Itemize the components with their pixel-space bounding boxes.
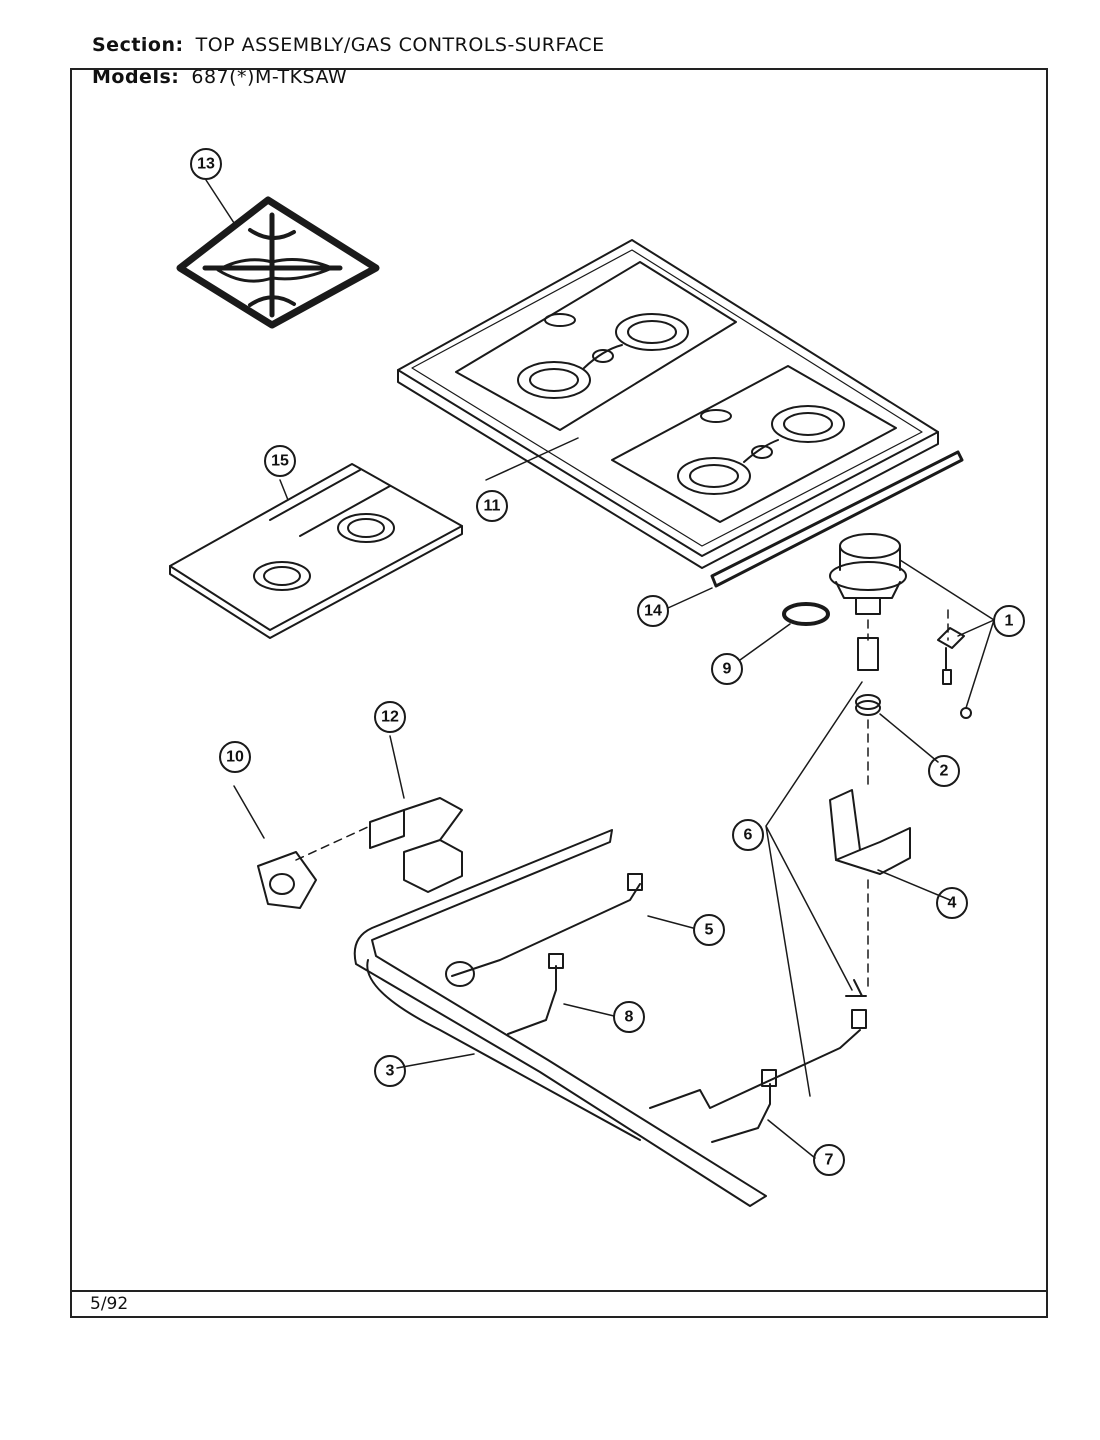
callout-2: 2 [940, 763, 949, 780]
callout-13: 13 [197, 156, 215, 173]
callout-6-circle [732, 819, 764, 851]
callout-14-circle [637, 595, 669, 627]
callout-4-circle [936, 887, 968, 919]
manifold-part [353, 829, 767, 1207]
models-label: Models: [92, 66, 180, 88]
callout-4: 4 [948, 895, 957, 912]
callout-15: 15 [271, 453, 289, 470]
callout-11-circle [476, 490, 508, 522]
callout-9: 9 [723, 661, 732, 678]
grate-part [176, 196, 380, 329]
callout-7: 7 [825, 1152, 834, 1169]
callout-15-circle [264, 445, 296, 477]
callout-10-circle [219, 741, 251, 773]
callout-12-circle [374, 701, 406, 733]
callout-3-circle [374, 1055, 406, 1087]
tube-parts [445, 873, 867, 1143]
callout-6: 6 [744, 827, 753, 844]
o-ring-part [782, 602, 830, 626]
callout-14: 14 [644, 603, 662, 620]
trim-strip-part [710, 450, 964, 588]
models-value: 687(*)M-TKSAW [191, 66, 348, 88]
callout-2-circle [928, 755, 960, 787]
cooktop-small-part [169, 463, 463, 639]
callout-11: 11 [484, 498, 501, 515]
callout-9-circle [711, 653, 743, 685]
callout-8-circle [613, 1001, 645, 1033]
footer-divider [70, 1290, 1048, 1292]
burner-part [829, 533, 972, 719]
section-value: TOP ASSEMBLY/GAS CONTROLS-SURFACE [195, 34, 605, 56]
nut-part [855, 637, 881, 716]
cooktop-main-part [397, 239, 939, 569]
leader-lines [205, 179, 995, 1159]
callout-10: 10 [226, 749, 244, 766]
bracket-part [829, 789, 911, 875]
callout-8: 8 [625, 1009, 634, 1026]
callout-1: 1 [1005, 613, 1014, 630]
callout-12: 12 [381, 709, 399, 726]
valve-part [369, 797, 463, 893]
callout-1-circle [993, 605, 1025, 637]
callout-5-circle [693, 914, 725, 946]
callout-markers [190, 148, 1025, 1176]
section-label: Section: [92, 34, 184, 56]
callout-3: 3 [386, 1063, 395, 1080]
assembly-lines [295, 609, 949, 991]
callout-13-circle [190, 148, 222, 180]
footer-date: 5/92 [90, 1294, 129, 1314]
callout-5: 5 [705, 922, 714, 939]
callout-7-circle [813, 1144, 845, 1176]
diagram-frame [70, 68, 1048, 1318]
models-heading: Models: 687(*)M-TKSAW [92, 66, 347, 88]
knob-part [257, 851, 317, 909]
section-heading: Section: TOP ASSEMBLY/GAS CONTROLS-SURFAC… [92, 34, 605, 56]
